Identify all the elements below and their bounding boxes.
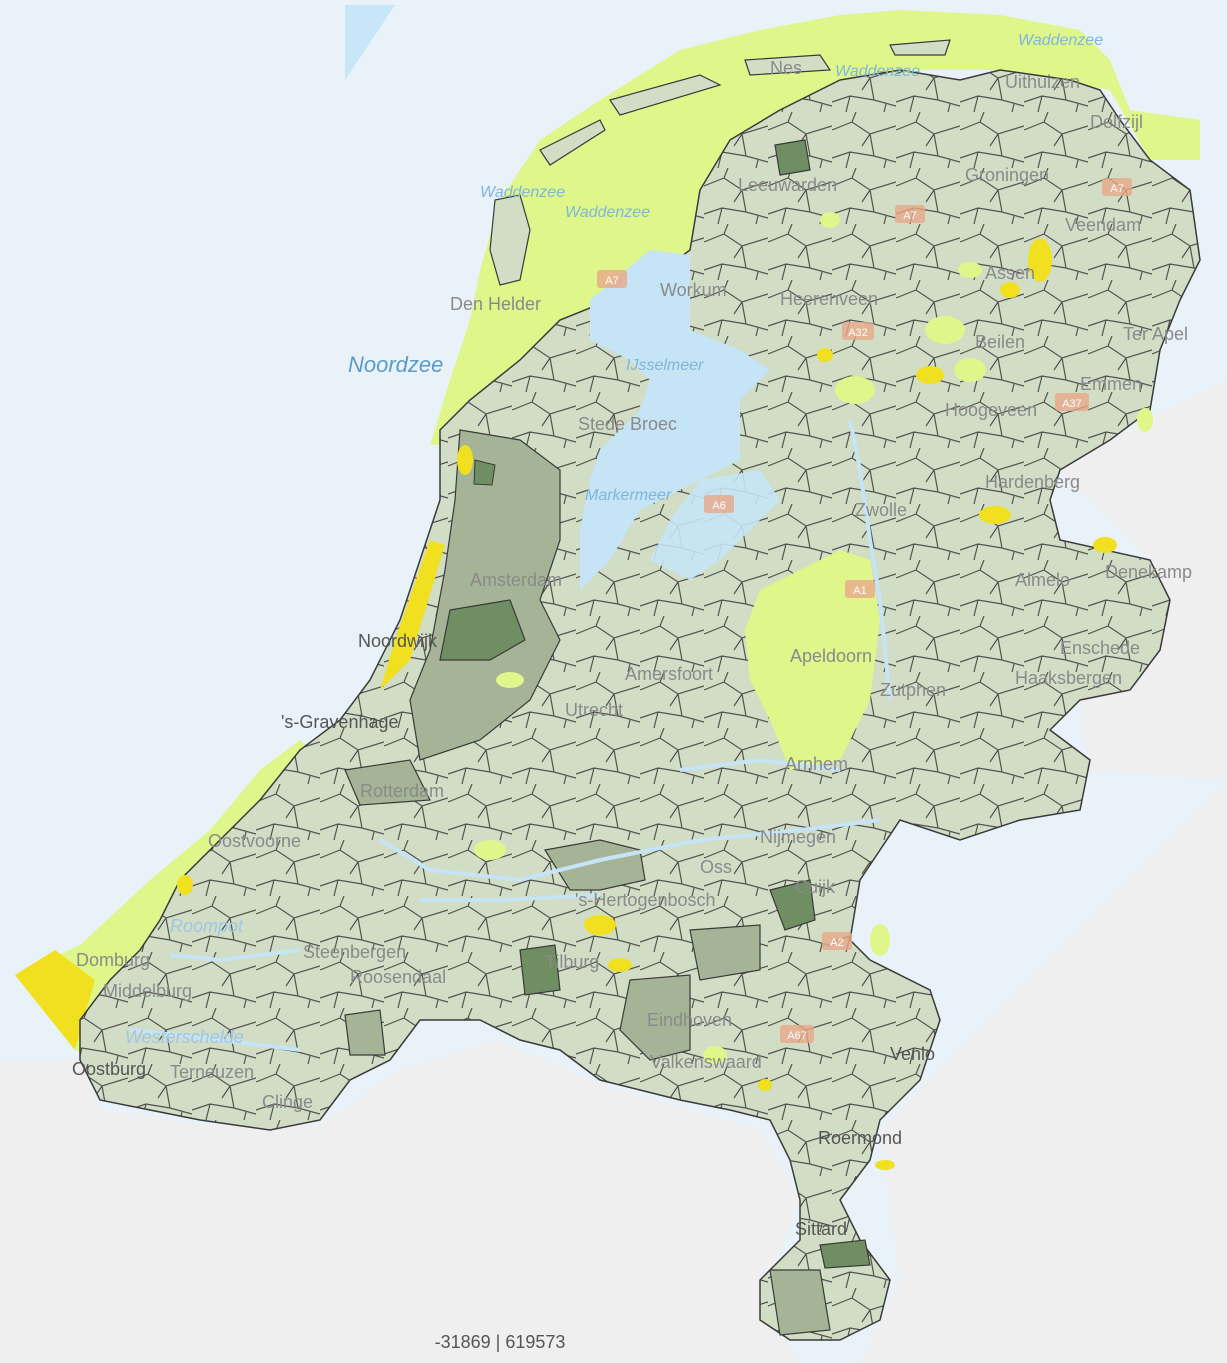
label-venlo: Venlo bbox=[890, 1044, 935, 1064]
label-emmen: Emmen bbox=[1080, 374, 1142, 394]
island-ameland bbox=[744, 54, 832, 76]
label-denekamp: Denekamp bbox=[1105, 562, 1192, 582]
island-terschelling bbox=[609, 74, 722, 116]
dark-municipality-den-bosch bbox=[544, 839, 646, 891]
road-label: A7 bbox=[1110, 183, 1123, 195]
road-shields: A7 A7 A32 A7 A37 A6 A1 A2 A67 bbox=[597, 178, 1132, 1043]
label-clinge: Clinge bbox=[262, 1092, 313, 1112]
label-enschede: Enschede bbox=[1060, 638, 1140, 658]
label-oostburg: Oostburg bbox=[72, 1059, 146, 1079]
label-workum: Workum bbox=[660, 280, 727, 300]
dark-municipality-south-limburg bbox=[769, 1269, 831, 1336]
label-middelburg: Middelburg bbox=[103, 981, 192, 1001]
label-domburg: Domburg bbox=[76, 950, 150, 970]
label-almelo: Almelo bbox=[1015, 570, 1070, 590]
label-cuijk: Cuijk bbox=[795, 877, 836, 897]
label-apeldoorn: Apeldoorn bbox=[790, 646, 872, 666]
label-groningen: Groningen bbox=[965, 165, 1049, 185]
label-arnhem: Arnhem bbox=[785, 754, 848, 774]
label-nijmegen: Nijmegen bbox=[760, 827, 836, 847]
label-assen: Assen bbox=[985, 263, 1035, 283]
nature-spots bbox=[177, 212, 1153, 1170]
label-valkenswaard: Valkenswaard bbox=[650, 1052, 762, 1072]
road-label: A67 bbox=[787, 1030, 807, 1042]
label-delfzijl: Delfzijl bbox=[1090, 112, 1143, 132]
label-ter-apel: Ter Apel bbox=[1123, 324, 1188, 344]
coordinate-readout: -31869 | 619573 bbox=[434, 1332, 566, 1352]
dark-municipality-rotterdam bbox=[344, 759, 431, 806]
label-rotterdam: Rotterdam bbox=[360, 781, 444, 801]
veluwe-nature-area bbox=[745, 550, 880, 770]
label-terneuzen: Terneuzen bbox=[170, 1062, 254, 1082]
label-leeuwarden: Leeuwarden bbox=[738, 175, 837, 195]
label-waddenzee: Waddenzee bbox=[1018, 32, 1103, 49]
label-roosendaal: Roosendaal bbox=[350, 967, 446, 987]
dark-municipality-veghel bbox=[689, 924, 761, 981]
label-amersfoort: Amersfoort bbox=[625, 664, 713, 684]
label-waddenzee: Waddenzee bbox=[480, 184, 565, 201]
label-zwolle: Zwolle bbox=[855, 500, 907, 520]
label-roermond: Roermond bbox=[818, 1128, 902, 1148]
road-label: A1 bbox=[853, 585, 866, 597]
label-haaksbergen: Haaksbergen bbox=[1015, 668, 1122, 688]
label-steenbergen: Steenbergen bbox=[303, 942, 406, 962]
road-label: A37 bbox=[1062, 398, 1082, 410]
darker-municipality-limburg bbox=[819, 1239, 871, 1269]
label-zutphen: Zutphen bbox=[880, 680, 946, 700]
road-label: A7 bbox=[903, 210, 916, 222]
island-vlieland bbox=[539, 119, 606, 166]
label-nes: Nes bbox=[770, 58, 802, 78]
rivers bbox=[129, 419, 892, 1052]
darker-municipality-uden bbox=[769, 879, 816, 931]
label-hardenberg: Hardenberg bbox=[985, 472, 1080, 492]
darker-municipality-alkmaar bbox=[473, 459, 496, 486]
label-beilen: Beilen bbox=[975, 332, 1025, 352]
label-amsterdam: Amsterdam bbox=[470, 570, 562, 590]
road-label: A7 bbox=[605, 275, 618, 287]
label-den-bosch: 's-Hertogenbosch bbox=[575, 890, 716, 910]
road-label: A6 bbox=[712, 500, 725, 512]
label-stede-broec: Stede Broec bbox=[578, 414, 677, 434]
label-eindhoven: Eindhoven bbox=[647, 1010, 732, 1030]
wadden-nature-zone bbox=[430, 10, 1200, 445]
foreign-land bbox=[0, 380, 1227, 1363]
label-oostvoorne: Oostvoorne bbox=[208, 831, 301, 851]
label-heerenveen: Heerenveen bbox=[780, 289, 878, 309]
label-sittard: Sittard bbox=[795, 1219, 847, 1239]
label-markermeer: Markermeer bbox=[585, 487, 672, 504]
label-oss: Oss bbox=[700, 857, 732, 877]
place-labels: Nes Uithuizen Delfzijl Leeuwarden Gronin… bbox=[72, 58, 1192, 1239]
darker-municipality-tilburg bbox=[519, 944, 561, 996]
dark-municipality-zeeland bbox=[344, 1009, 386, 1056]
island-schiermonnikoog bbox=[889, 39, 951, 56]
label-veendam: Veendam bbox=[1065, 215, 1141, 235]
dark-municipality-eindhoven bbox=[619, 974, 691, 1061]
label-waddenzee: Waddenzee bbox=[835, 63, 920, 80]
label-ijsselmeer: IJsselmeer bbox=[626, 357, 704, 374]
road-label: A2 bbox=[830, 937, 843, 949]
label-noordzee: Noordzee bbox=[348, 352, 443, 377]
island-texel bbox=[489, 194, 531, 286]
lake-randmeren bbox=[650, 470, 780, 580]
label-westerschelde: Westerschelde bbox=[125, 1027, 244, 1047]
label-uithuizen: Uithuizen bbox=[1005, 72, 1080, 92]
darker-municipality-leeuwarden bbox=[774, 139, 811, 176]
label-noordwijk: Noordwijk bbox=[358, 631, 438, 651]
label-utrecht: Utrecht bbox=[565, 700, 623, 720]
label-oosterschelde: Roompot bbox=[170, 916, 244, 936]
map-corner-tile bbox=[345, 5, 395, 80]
label-tilburg: Tilburg bbox=[545, 952, 599, 972]
yellow-nature-area bbox=[15, 950, 95, 1050]
label-hoogeveen: Hoogeveen bbox=[945, 400, 1037, 420]
label-den-haag: 's-Gravenhage bbox=[281, 712, 399, 732]
road-label: A32 bbox=[848, 327, 868, 339]
darker-municipality-haarlemmermeer bbox=[439, 599, 526, 661]
label-waddenzee: Waddenzee bbox=[565, 204, 650, 221]
lake-ijsselmeer bbox=[580, 250, 770, 590]
label-den-helder: Den Helder bbox=[450, 294, 541, 314]
